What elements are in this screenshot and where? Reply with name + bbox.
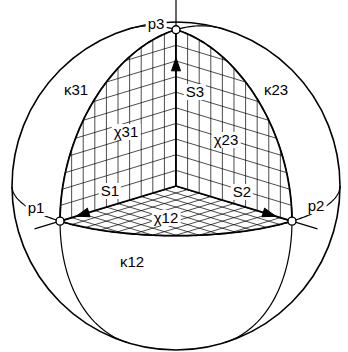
sphere-outline [12,22,340,350]
point-label: p3 [146,16,167,32]
vector-label: S1 [99,183,121,199]
point-label: p1 [26,200,47,216]
plane-23-edge [176,30,292,221]
grid-line [268,120,269,214]
pole-point [172,26,180,34]
vector-label: S2 [231,184,253,200]
point-label: p2 [306,198,327,214]
grid-line [94,99,95,211]
plane-31-fill [60,30,176,221]
grid-line [83,120,84,214]
arc-label: κ12 [118,254,146,270]
grid-line [65,139,176,173]
great-circle [60,30,176,343]
grid-line [176,77,259,102]
plane-23-fill [176,30,292,221]
grid-line [106,61,176,82]
grid-line [130,200,236,232]
plane-label: χ12 [152,210,181,226]
great-circle [12,187,60,221]
great-circle [225,221,292,342]
grid-line [257,99,258,211]
grid-line [176,61,246,82]
grid-line [70,123,176,155]
grid-line [106,207,199,235]
grid-line [222,57,223,200]
grid-line [141,47,142,196]
pole-point [288,217,296,225]
pole-point [56,217,64,225]
grid-line [176,123,282,155]
vector-arrowhead [172,58,181,71]
great-circle [176,26,223,30]
vector-arrowhead [262,208,276,217]
grid-line [93,77,176,102]
plane-label: χ23 [212,132,241,148]
grid-line [280,149,281,217]
plane-label: χ31 [112,124,141,140]
grid-line [199,40,200,193]
grid-line [116,200,222,232]
vector-arrowhead [76,208,90,217]
arc-label: κ23 [262,82,290,98]
arc-label: κ31 [62,82,90,98]
grid-line [210,47,211,196]
plane-31-edge [60,30,176,221]
grid-line [152,40,153,193]
grid-line [71,149,72,217]
vector-label: S3 [184,84,206,100]
